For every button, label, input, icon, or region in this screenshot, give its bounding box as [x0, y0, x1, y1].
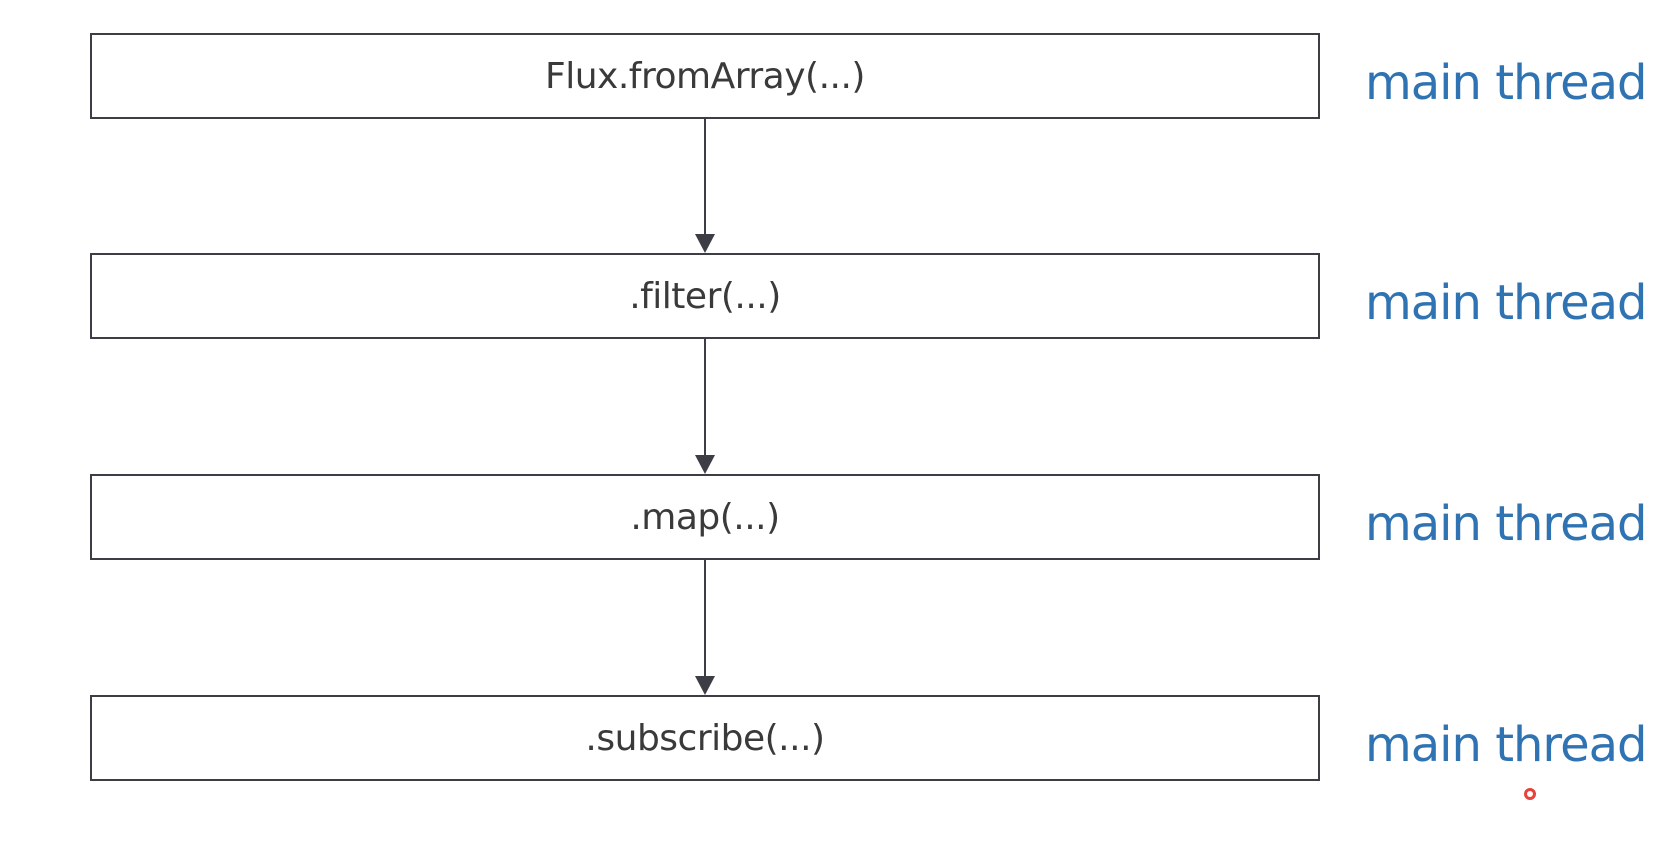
- step-box-filter: .filter(...): [90, 253, 1320, 339]
- step-label: .subscribe(...): [585, 717, 825, 759]
- step-box-map: .map(...): [90, 474, 1320, 560]
- thread-label: main thread: [1365, 55, 1648, 111]
- arrow-3: [695, 560, 715, 695]
- step-box-subscribe: .subscribe(...): [90, 695, 1320, 781]
- thread-label: main thread: [1365, 717, 1648, 773]
- step-box-from-array: Flux.fromArray(...): [90, 33, 1320, 119]
- thread-label: main thread: [1365, 275, 1648, 331]
- arrow-1: [695, 119, 715, 253]
- pointer-cursor-icon: [1524, 788, 1536, 800]
- thread-label: main thread: [1365, 496, 1648, 552]
- arrow-2: [695, 339, 715, 474]
- step-label: Flux.fromArray(...): [545, 55, 865, 97]
- step-label: .filter(...): [629, 275, 781, 317]
- step-label: .map(...): [630, 496, 780, 538]
